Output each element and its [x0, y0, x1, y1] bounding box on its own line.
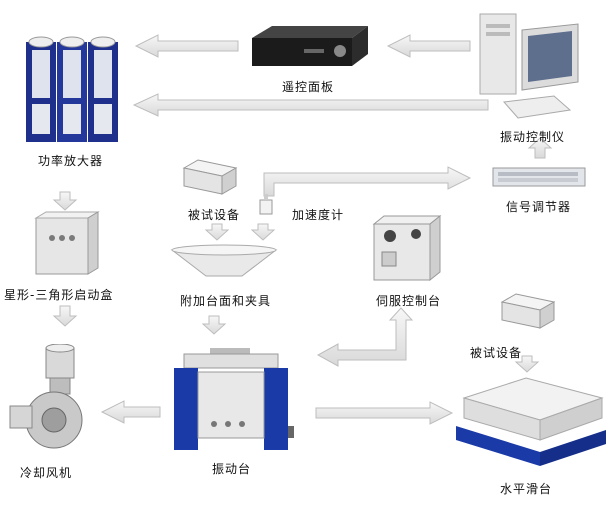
signal-conditioner-icon [492, 167, 586, 187]
arrow-pc-to-amplifier [132, 93, 489, 117]
power-amplifier-icon [26, 36, 118, 142]
arrow-conditioner-to-controller [527, 137, 553, 159]
arrow-accelerometer-to-conditioner [263, 166, 472, 197]
cooling-fan-label: 冷却风机 [20, 466, 73, 480]
arrow-panel-to-amplifier [134, 34, 239, 58]
computer-icon [479, 13, 579, 119]
arrow-shaker-to-servo [316, 307, 414, 367]
test-device-icon [182, 159, 238, 195]
accelerometer-icon [259, 194, 273, 215]
star-delta-starter-icon [34, 211, 100, 275]
servo-console-label: 伺服控制台 [376, 294, 442, 308]
arrow-accel-to-fixture [250, 223, 276, 241]
cooling-fan-icon [9, 344, 83, 449]
arrow-device-to-fixture [204, 223, 230, 241]
arrow-starter-to-fan [52, 305, 78, 327]
test-device-label: 被试设备 [188, 208, 241, 222]
remote-panel-label: 遥控面板 [282, 80, 335, 94]
fixture-label: 附加台面和夹具 [180, 294, 272, 308]
signal-conditioner-label: 信号调节器 [506, 200, 572, 214]
arrow-device2-to-slip [514, 355, 540, 373]
star-delta-starter-label: 星形-三角形启动盒 [4, 288, 114, 302]
vibration-controller-label: 振动控制仪 [500, 130, 566, 144]
fixture-plate-icon [170, 244, 278, 277]
slip-table-label: 水平滑台 [500, 482, 553, 496]
test-device-2-label: 被试设备 [470, 346, 523, 360]
accelerometer-label: 加速度计 [292, 208, 345, 222]
arrow-pc-to-panel [386, 34, 471, 58]
power-amplifier-label: 功率放大器 [38, 154, 104, 168]
arrow-amplifier-to-starter [52, 191, 78, 211]
shaker-label: 振动台 [212, 462, 252, 476]
servo-console-icon [372, 214, 442, 282]
shaker-icon [174, 348, 294, 450]
remote-panel-icon [252, 26, 368, 66]
slip-table-icon [456, 377, 606, 466]
arrow-shaker-to-fan [100, 400, 161, 424]
test-device-2-icon [500, 293, 556, 329]
arrow-shaker-to-slip [315, 401, 454, 425]
arrow-fixture-to-shaker [201, 315, 227, 335]
